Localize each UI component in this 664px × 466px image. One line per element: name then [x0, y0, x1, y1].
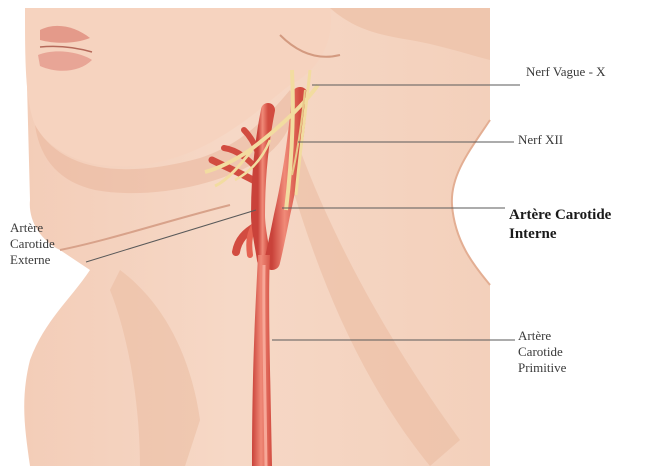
label-carotide-interne: Artère Carotide Interne — [509, 206, 611, 244]
label-carotide-externe: Artère Carotide Externe — [10, 220, 55, 268]
label-nerf-vague: Nerf Vague - X — [526, 64, 606, 80]
label-nerf-xii: Nerf XII — [518, 132, 563, 148]
label-carotide-primitive: Artère Carotide Primitive — [518, 328, 566, 376]
